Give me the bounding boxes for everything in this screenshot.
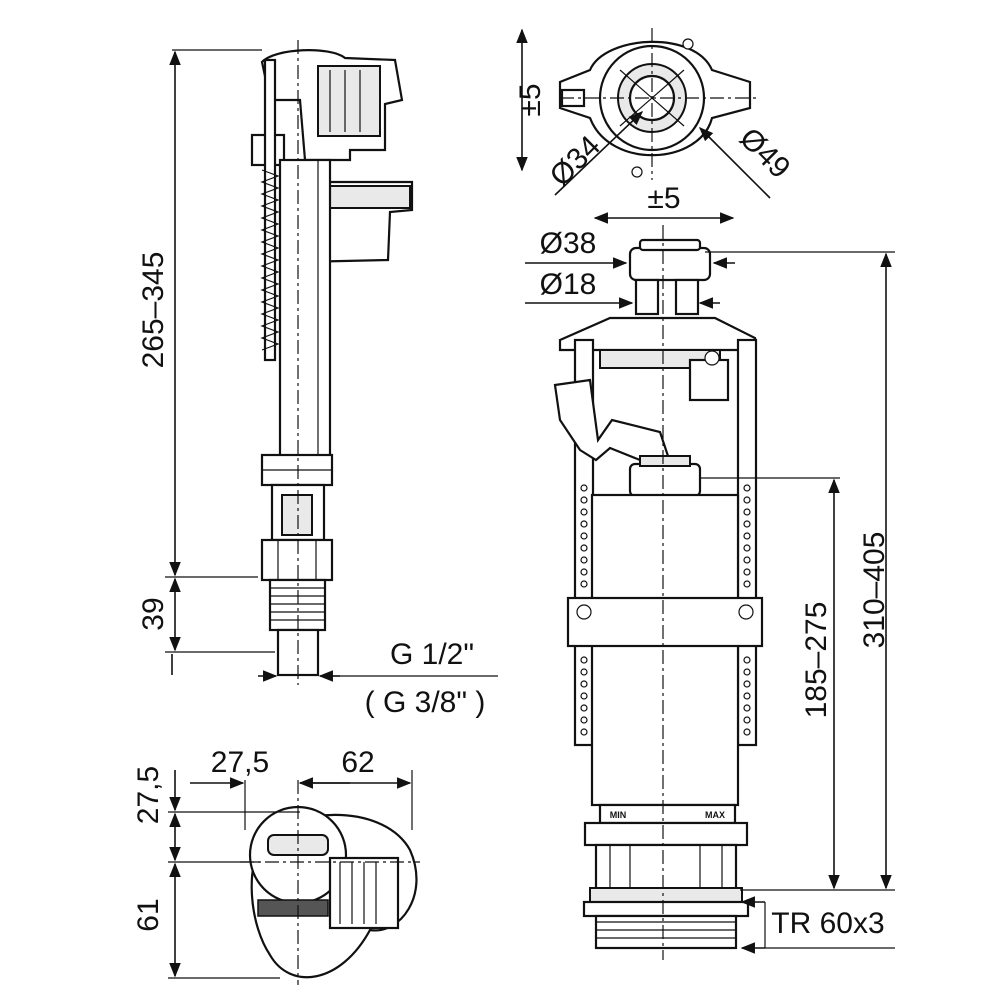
rail-adjustment-holes [580,484,751,736]
fill-valve-top-view [240,780,420,985]
flush-offset-label: ±5 [647,182,680,215]
top-view-dim-a-label: 27,5 [211,746,269,779]
flush-thread-label: TR 60x3 [771,907,884,940]
top-view-dim-d-label: 61 [132,898,165,931]
button-diameter-label: Ø38 [540,227,597,260]
flush-button-top-view [558,28,760,180]
total-height-label: 310–405 [858,532,891,649]
button-offset-label: ±5 [514,83,547,116]
scale-min-label: MIN [610,810,627,820]
thread-size-label: G 1/2" [390,638,474,671]
thread-size-alt-label: ( G 3/8" ) [365,686,486,719]
top-view-dim-b-label: 62 [341,746,374,779]
top-view-dim-c-label: 27,5 [132,766,165,824]
fill-valve-side-view [250,40,414,685]
rod-diameter-label: Ø18 [540,268,597,301]
fill-valve-thread-length-label: 39 [137,597,170,630]
flush-valve-side-view: MIN MAX [553,225,764,960]
flush-valve-dimensions: ±5 Ø38 Ø18 310–405 185–275 TR 60x3 [525,182,895,954]
scale-max-label: MAX [705,810,725,820]
inner-diameter-label: Ø34 [544,130,607,193]
fill-valve-height-label: 265–345 [137,252,170,369]
top-view-dimensions: 27,5 62 27,5 61 [132,746,413,979]
fill-valve-dimensions: 265–345 39 G 1/2" ( G 3/8" ) [137,49,498,719]
float-height-label: 185–275 [800,602,833,719]
outer-diameter-label: Ø49 [733,122,796,185]
